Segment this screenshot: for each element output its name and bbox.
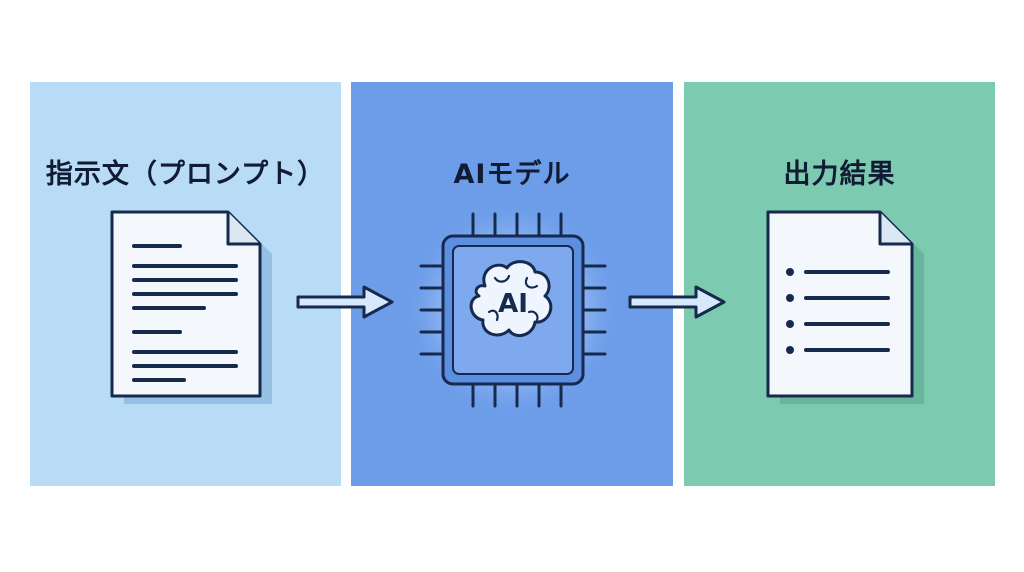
panel-title-output: 出力結果	[783, 159, 896, 190]
arrow-right-icon	[628, 285, 726, 319]
arrow-right-icon	[296, 285, 394, 319]
ai-chip-brain-icon: AI	[405, 202, 621, 418]
document-list-icon	[766, 210, 924, 404]
panel-title-prompt: 指示文（プロンプト）	[45, 159, 326, 190]
chip-label: AI	[498, 289, 528, 319]
panel-ai-model: AIモデル	[351, 82, 673, 486]
panel-title-ai-model: AIモデル	[453, 159, 571, 190]
document-text-icon	[110, 210, 272, 404]
panel-output: 出力結果	[684, 82, 995, 486]
panel-prompt: 指示文（プロンプト）	[30, 82, 341, 486]
